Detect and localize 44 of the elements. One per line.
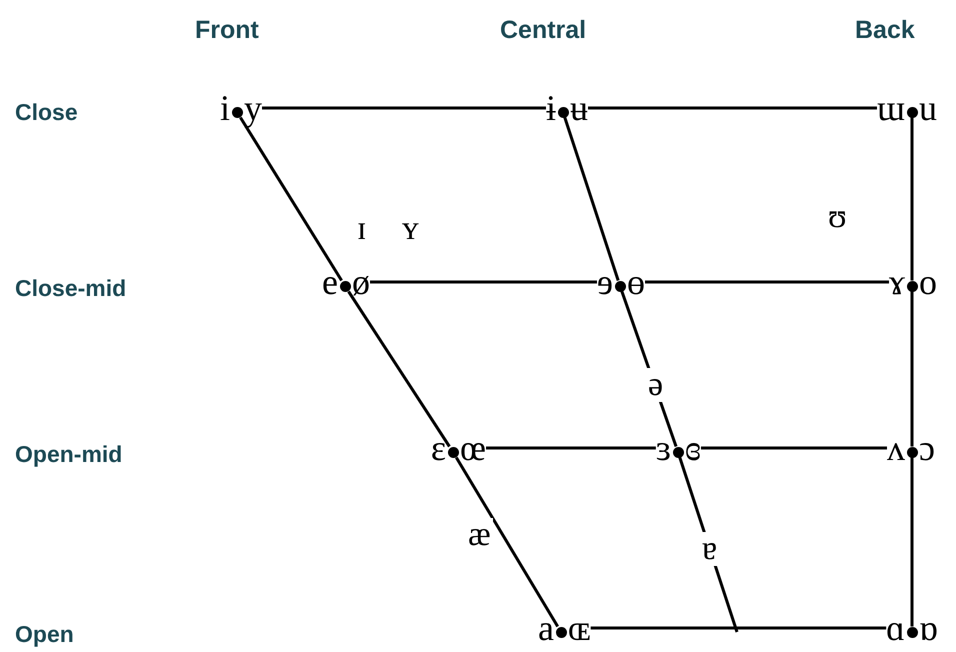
chart-line (262, 106, 546, 110)
vowel-symbol: o (919, 264, 937, 300)
vowel-symbol: u (919, 90, 937, 126)
vowel-symbol: i (220, 90, 230, 126)
vowel-symbol: ɤ (889, 264, 905, 300)
vowel-symbol: ʉ (570, 90, 588, 126)
vowel-symbol: ʌ (887, 430, 905, 466)
vowel-symbol: ɨ (546, 90, 556, 126)
chart-line (347, 290, 451, 448)
chart-line (645, 280, 890, 284)
vowel-symbol: ɵ (627, 264, 645, 300)
vowel-symbol: ɑ (886, 610, 905, 646)
chart-line (910, 118, 914, 280)
chart-line (588, 106, 877, 110)
vowel-symbol: ɜ (656, 430, 671, 466)
chart-line (370, 280, 598, 284)
vowel-symbol: ɒ (919, 610, 938, 646)
vowel-symbol: ɯ (876, 90, 905, 126)
chart-line (563, 117, 620, 281)
vowel-symbol: ɶ (568, 610, 591, 646)
vowel-symbol: ə (646, 368, 666, 402)
column-heading: Central (500, 15, 586, 46)
column-heading: Front (195, 15, 259, 46)
vowel-symbol: ɘ (597, 264, 613, 300)
row-heading: Close (15, 98, 78, 127)
chart-line (910, 458, 914, 626)
vowel-symbol: ɔ (919, 430, 935, 466)
vowel-symbol: ɞ (685, 430, 701, 466)
row-heading: Close-mid (15, 274, 126, 303)
chart-line (910, 292, 914, 446)
row-heading: Open (15, 620, 74, 649)
chart-line (486, 446, 656, 450)
row-heading: Open-mid (15, 440, 122, 469)
chart-line (455, 456, 559, 628)
vowel-symbol: e (322, 264, 338, 300)
vowel-symbol: ɐ (700, 532, 720, 566)
vowel-symbol: ø (352, 264, 370, 300)
column-heading: Back (855, 15, 915, 46)
vowel-symbol: ɛ (430, 430, 446, 466)
vowel-symbol: a (538, 610, 554, 646)
chart-line (700, 446, 887, 450)
vowel-symbol: œ (460, 430, 486, 466)
chart-line (239, 116, 343, 282)
chart-line (590, 626, 886, 630)
